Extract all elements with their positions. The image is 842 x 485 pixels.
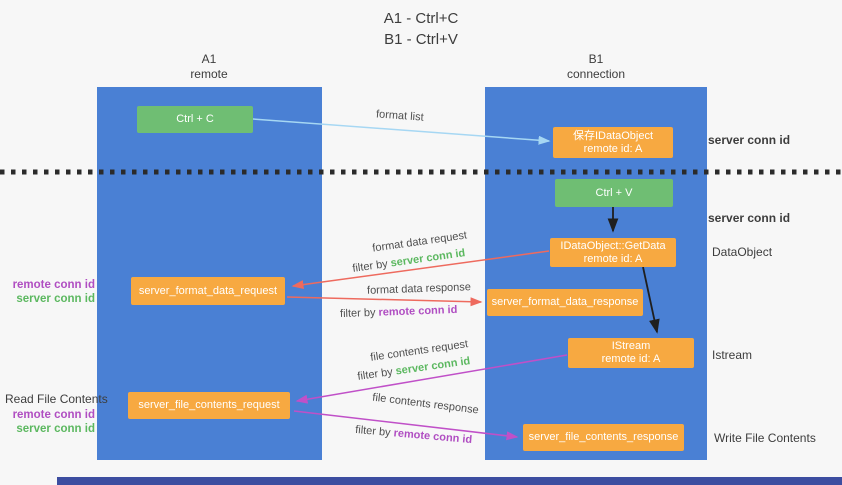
- title-line-2: B1 - Ctrl+V: [384, 31, 458, 48]
- write-file-contents-annotation: Write File Contents: [714, 431, 816, 445]
- column-b-name: connection: [566, 67, 626, 81]
- dataobject-annotation: DataObject: [712, 245, 773, 259]
- file-response-filter-label: filter by remote conn id: [355, 424, 473, 446]
- filter-by-text: filter by: [339, 306, 379, 321]
- node-ctrl-v-label: Ctrl + V: [595, 186, 633, 199]
- column-a-header: A1 remote: [149, 52, 269, 82]
- node-istream-line2: remote id: A: [601, 353, 661, 365]
- column-b-header: B1 connection: [536, 52, 656, 82]
- column-a-name: remote: [190, 67, 228, 81]
- format-request-conn-ids: remote conn id server conn id: [5, 278, 95, 306]
- server-conn-id-annotation-mid: server conn id: [708, 211, 791, 225]
- remote-conn-id-annotation: remote conn id: [12, 409, 95, 421]
- server-conn-id-annotation-top: server conn id: [708, 133, 791, 147]
- node-server-format-data-request: server_format_data_request: [131, 277, 285, 305]
- node-file-response-label: server_file_contents_response: [528, 431, 679, 443]
- filter-by-text: filter by: [354, 423, 395, 440]
- node-ctrl-c-label: Ctrl + C: [176, 113, 214, 125]
- node-ctrl-v: Ctrl + V: [555, 179, 673, 207]
- column-b-id: B1: [588, 52, 604, 66]
- background-window-edge: [57, 477, 842, 485]
- column-a-id: A1: [201, 52, 217, 66]
- format-list-label: format list: [375, 108, 425, 124]
- node-server-format-data-response: server_format_data_response: [487, 289, 643, 316]
- filter-by-text: filter by: [351, 257, 392, 275]
- filter-by-text: filter by: [356, 365, 397, 383]
- title-line-1: A1 - Ctrl+C: [383, 10, 459, 27]
- node-file-request-label: server_file_contents_request: [138, 399, 280, 411]
- istream-annotation: Istream: [712, 348, 753, 362]
- file-request-conn-ids: remote conn id server conn id: [5, 408, 95, 436]
- format-request-filter-label: filter by server conn id: [352, 247, 466, 275]
- node-format-request-label: server_format_data_request: [138, 284, 278, 297]
- remote-conn-id-annotation: remote conn id: [12, 279, 95, 291]
- node-istream: IStream remote id: A: [568, 338, 694, 368]
- remote-conn-id-text: remote conn id: [378, 303, 458, 319]
- node-idataobject-getdata: IDataObject::GetData remote id: A: [550, 238, 676, 267]
- node-getdata-line2: remote id: A: [583, 252, 643, 265]
- node-save-dataobject-line2: remote id: A: [583, 142, 643, 155]
- diagram-title: A1 - Ctrl+C B1 - Ctrl+V: [0, 8, 842, 50]
- node-ctrl-c: Ctrl + C: [137, 106, 253, 133]
- node-server-file-contents-request: server_file_contents_request: [128, 392, 290, 419]
- node-save-dataobject-line1: 保存IDataObject: [572, 129, 654, 142]
- node-save-dataobject: 保存IDataObject remote id: A: [553, 127, 673, 158]
- server-conn-id-annotation: server conn id: [16, 423, 95, 435]
- file-contents-response-label: file contents response: [371, 391, 480, 417]
- node-format-response-label: server_format_data_response: [491, 296, 639, 308]
- server-conn-id-annotation: server conn id: [16, 293, 95, 305]
- node-istream-line1: IStream: [611, 340, 651, 352]
- format-response-filter-label: filter by remote conn id: [340, 304, 458, 320]
- remote-conn-id-text: remote conn id: [393, 427, 473, 447]
- read-file-contents-annotation: Read File Contents: [5, 392, 108, 406]
- format-data-response-label: format data response: [366, 281, 472, 297]
- node-getdata-line1: IDataObject::GetData: [560, 239, 666, 252]
- node-server-file-contents-response: server_file_contents_response: [523, 424, 684, 451]
